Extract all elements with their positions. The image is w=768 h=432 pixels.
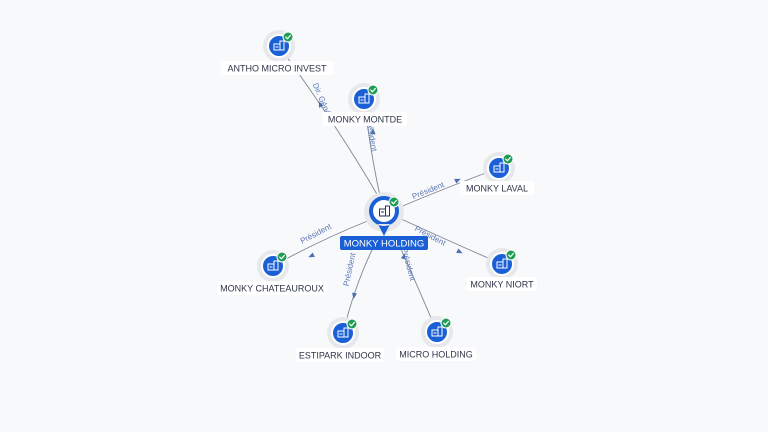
node-label: ANTHO MICRO INVEST (227, 64, 327, 74)
check-badge-icon (502, 153, 514, 165)
node-label-box (221, 61, 333, 75)
node-label-box (396, 347, 476, 361)
edge-arrow (456, 248, 463, 254)
node-label: MONKY CHATEAUROUX (220, 284, 324, 294)
check-badge-icon (346, 318, 358, 330)
center-label-box (340, 236, 428, 250)
edge-arrow (308, 252, 315, 258)
node-estipark[interactable]: ESTIPARK INDOOR (296, 317, 384, 362)
check-badge-icon (282, 31, 294, 43)
building-icon (431, 326, 443, 337)
node-micro[interactable]: MICRO HOLDING (396, 316, 476, 361)
node-montde[interactable]: MONKY MONTDE (323, 83, 407, 126)
check-badge-icon (367, 84, 379, 96)
node-niort[interactable]: MONKY NIORT (467, 248, 537, 291)
check-badge-icon (276, 251, 288, 263)
building-icon (337, 327, 349, 338)
building-icon (379, 205, 390, 217)
building-icon (358, 93, 370, 104)
node-label: MONKY MONTDE (328, 115, 402, 125)
node-label: ESTIPARK INDOOR (299, 351, 382, 361)
edge-arrow (352, 292, 357, 299)
nodes-layer: ANTHO MICRO INVEST MONKY MONTDE MONKY LAVA… (217, 30, 537, 362)
node-label: MONKY LAVAL (466, 184, 528, 194)
node-antho[interactable]: ANTHO MICRO INVEST (221, 30, 333, 75)
building-icon (267, 260, 279, 271)
edge-arrow (400, 253, 406, 260)
node-label-box (217, 281, 327, 295)
check-badge-icon (440, 317, 452, 329)
edge-label: Président (299, 222, 334, 246)
edge-label: Président (400, 247, 418, 283)
edge-arrow (370, 128, 376, 134)
node-chateauroux[interactable]: MONKY CHATEAUROUX (217, 250, 327, 295)
node-laval[interactable]: MONKY LAVAL (460, 152, 534, 195)
node-label: MONKY NIORT (470, 280, 534, 290)
check-badge-icon (505, 249, 517, 261)
center-node[interactable]: MONKY HOLDING (340, 192, 428, 250)
node-label-box (296, 348, 384, 362)
node-label: MICRO HOLDING (399, 350, 473, 360)
node-label-box (460, 181, 534, 195)
building-icon (493, 162, 505, 173)
center-label: MONKY HOLDING (344, 239, 425, 250)
edge-arrow (318, 101, 324, 108)
building-icon (496, 258, 508, 269)
node-label-box (323, 112, 407, 126)
edge-arrow (454, 178, 461, 184)
node-label-box (467, 277, 537, 291)
edge-label: Président (342, 251, 358, 287)
check-badge-icon (388, 196, 400, 208)
building-icon (273, 40, 285, 51)
